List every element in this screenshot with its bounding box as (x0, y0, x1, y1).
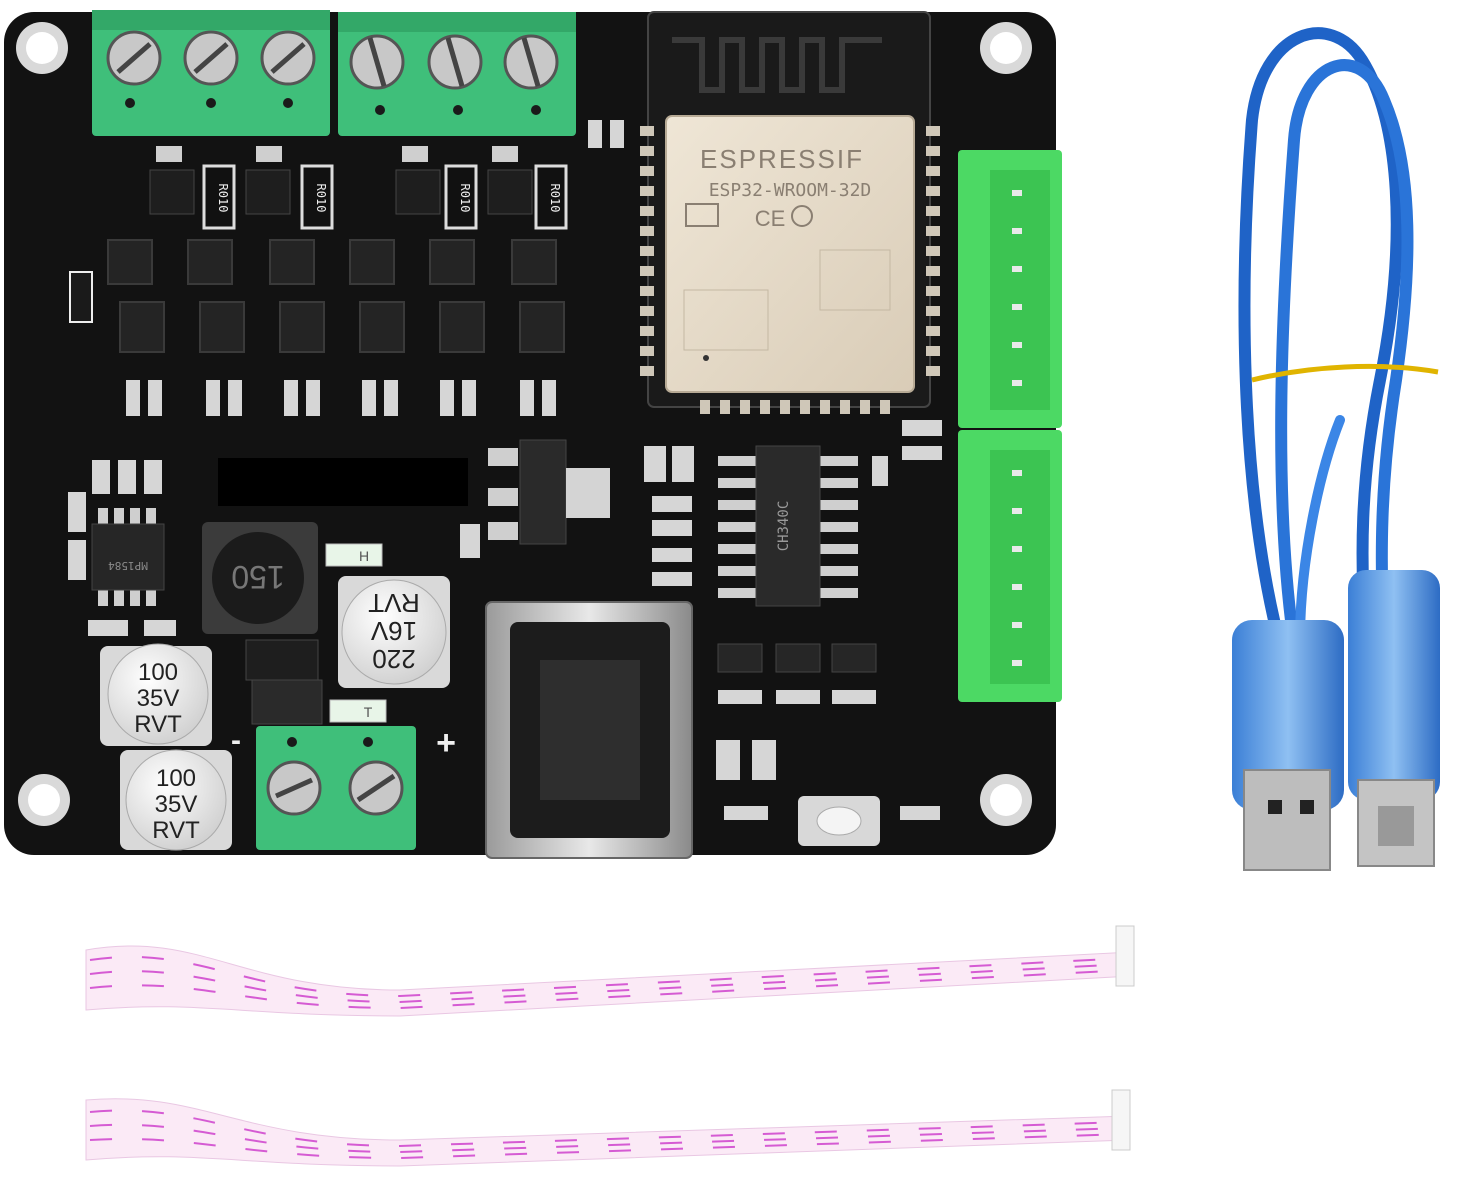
mp1584-label: MP1584 (108, 559, 148, 572)
led-t: T (329, 699, 387, 723)
capacitor-100uf-2: 100 35V RVT (120, 749, 232, 851)
shunt-resistors: R010 R010 R010 R010 (149, 146, 568, 230)
cap100a-value: 100 (138, 659, 178, 686)
motor-driver-chips (69, 239, 565, 353)
redaction-bar (218, 458, 468, 506)
capacitor-100uf-1: 100 35V RVT (100, 643, 212, 746)
usb-a-plug (1232, 620, 1344, 871)
mp1584-chip: MP1584 (68, 460, 165, 606)
ch340c-label: CH340C (776, 501, 792, 552)
diode-2 (251, 679, 323, 725)
power-screw-terminal (256, 726, 416, 850)
jst-connector-upper (958, 150, 1062, 428)
shunt-label-4: R010 (548, 184, 562, 213)
cap100b-series: RVT (152, 817, 200, 844)
transistors (717, 643, 877, 673)
cap100b-voltage: 35V (155, 791, 198, 818)
ribbon-cable-2 (85, 1089, 1131, 1167)
screw-terminal-top-left (92, 10, 330, 136)
screw-terminal-top-right (338, 12, 576, 136)
cap100b-value: 100 (156, 765, 196, 792)
shunt-label-1: R010 (216, 184, 230, 213)
cap220-value: 220 (372, 644, 415, 674)
module-model: ESP32-WROOM-32D (709, 180, 872, 201)
cap220-series: RVT (368, 588, 420, 618)
usb-cable (1232, 27, 1440, 871)
cap220-voltage: 16V (370, 616, 417, 646)
esp32-board: R010 R010 R010 R010 (4, 10, 1062, 859)
resistor-pairs (126, 380, 556, 416)
shunt-label-2: R010 (314, 184, 328, 213)
mounting-holes (16, 22, 1032, 826)
ch340c-chip: CH340C (718, 445, 858, 607)
module-brand: ESPRESSIF (700, 144, 864, 174)
minus-label: - (231, 724, 241, 757)
reset-button (798, 796, 880, 846)
usb-b-plug (1348, 570, 1440, 867)
capacitor-220uf: 220 16V RVT (338, 576, 450, 688)
cap100a-voltage: 35V (137, 685, 180, 712)
shunt-label-3: R010 (458, 184, 472, 213)
inductor-label: 150 (231, 559, 284, 595)
led-h: H (325, 543, 383, 567)
voltage-regulator (488, 439, 610, 545)
diode (245, 639, 319, 681)
esp32-wroom-module: ESPRESSIF ESP32-WROOM-32D CE (640, 11, 940, 414)
cap100a-series: RVT (134, 711, 182, 738)
ribbon-cable-1 (85, 925, 1135, 1017)
usb-b-port (485, 601, 693, 859)
plus-label: + (436, 724, 456, 762)
led-t-label: T (364, 704, 373, 720)
module-ce-mark: CE (755, 206, 786, 231)
led-h-label: H (359, 548, 369, 564)
jst-connector-lower (958, 430, 1062, 702)
inductor: 150 (202, 522, 318, 634)
